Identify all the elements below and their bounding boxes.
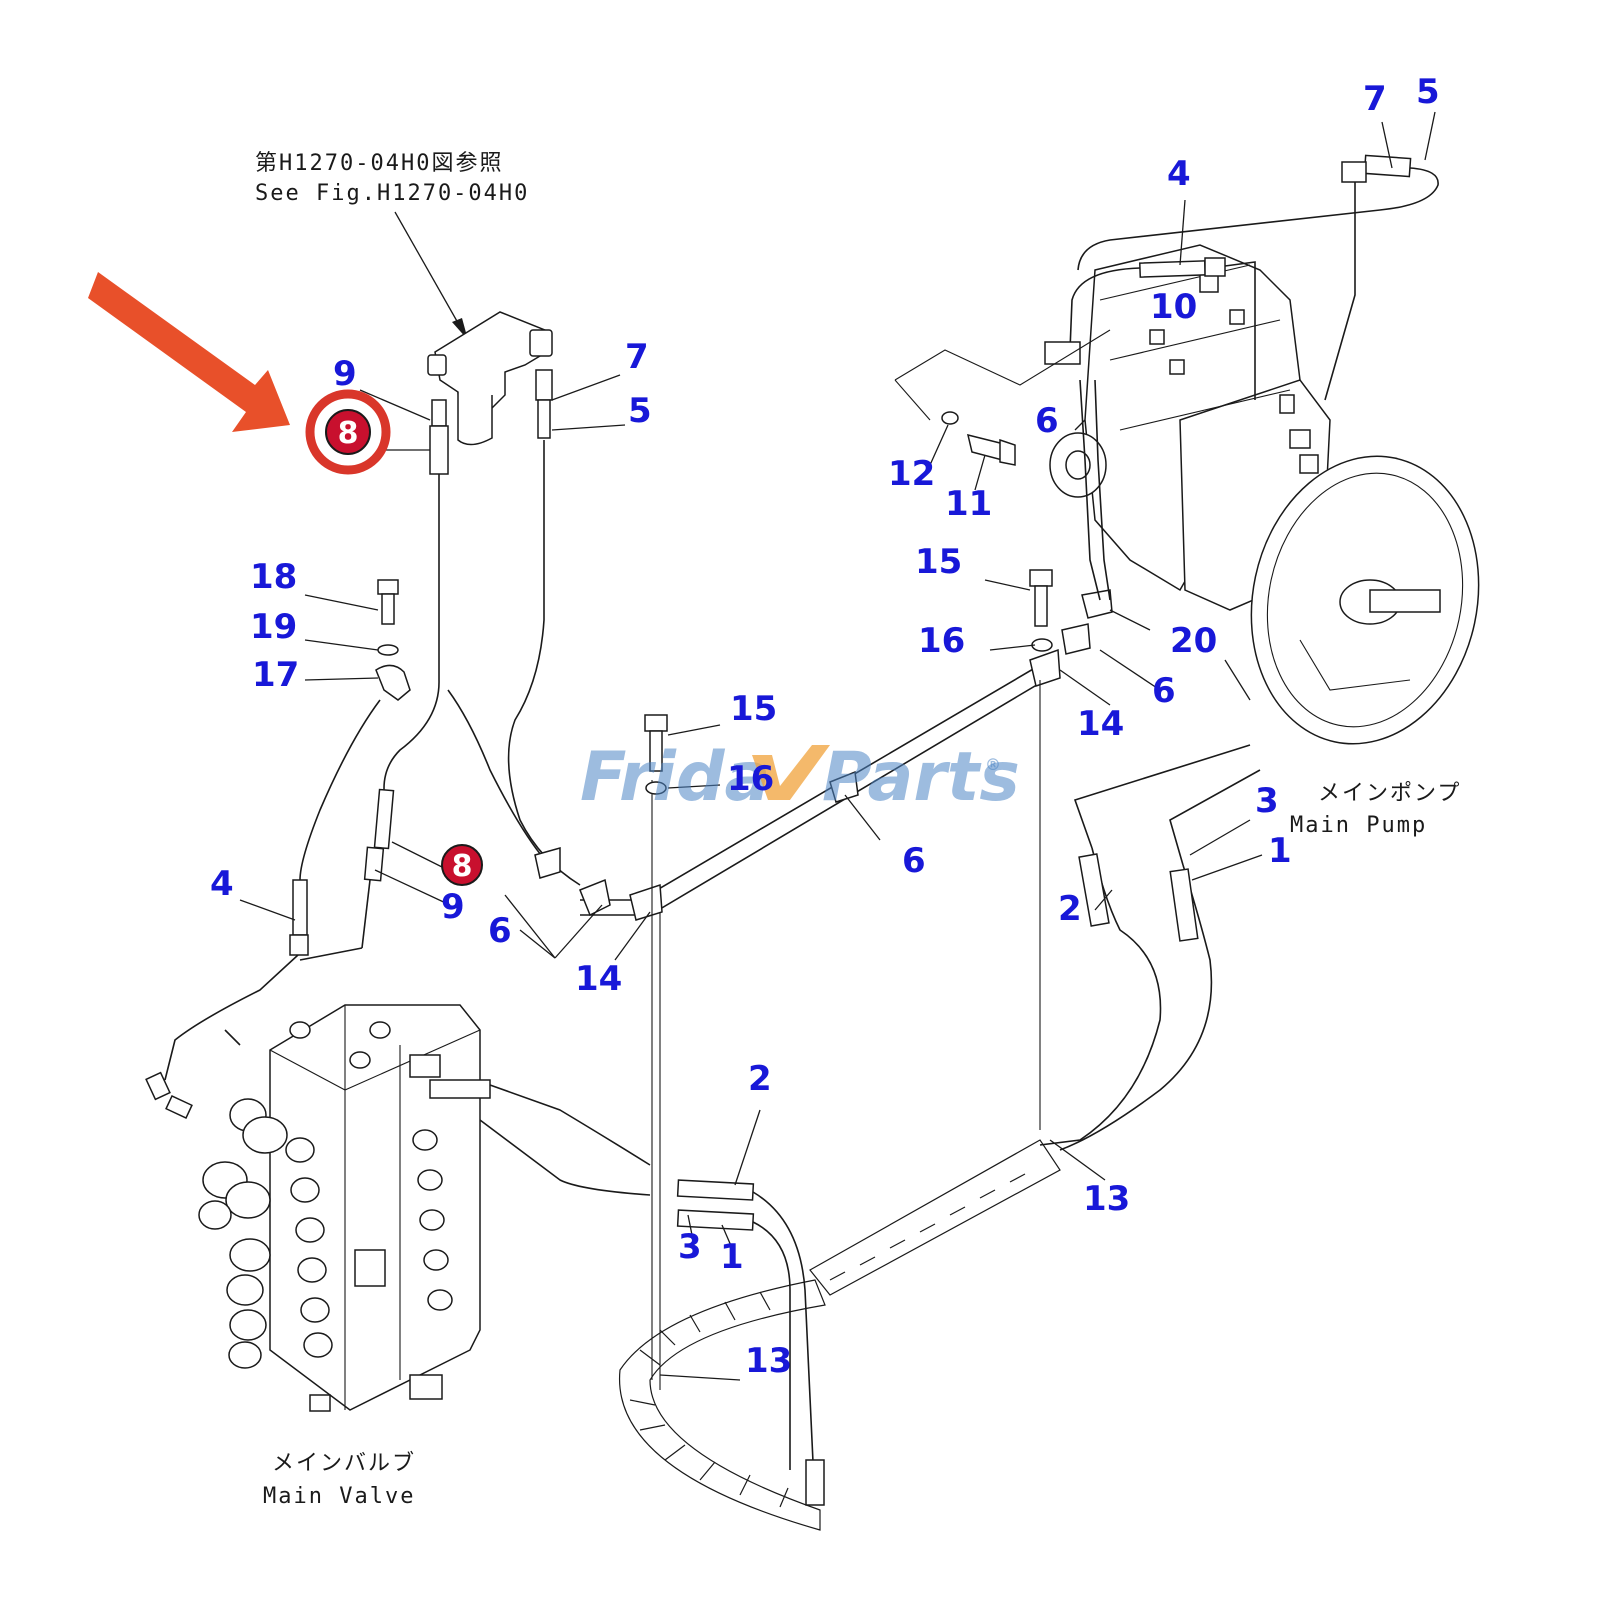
- reference-note-jp: 第H1270-04H0図参照: [255, 151, 503, 176]
- highlight-badge: [325, 409, 371, 455]
- protector-13: [618, 1139, 1061, 1531]
- highlight-badge-label: 8: [338, 416, 359, 451]
- pump-top-hoses: [1044, 154, 1439, 601]
- callout-numbers: 7 5 4 10 6 12 11 15 16 20 6 14 3 1 2 13 …: [210, 72, 1440, 1381]
- reference-note: 第H1270-04H0図参照 See Fig.H1270-04H0: [255, 151, 529, 340]
- bolt-18-group: [375, 579, 411, 701]
- gasket-outline: [894, 329, 1111, 386]
- callout-6-right: 6: [1152, 671, 1176, 711]
- main-valve-caption-en: Main Valve: [263, 1484, 415, 1509]
- hose-8-top: [383, 399, 449, 801]
- reference-note-en: See Fig.H1270-04H0: [255, 181, 529, 206]
- main-valve-solenoids: [198, 1098, 333, 1369]
- main-valve: [198, 1004, 651, 1412]
- callout-5-top: 5: [1416, 72, 1440, 112]
- watermark: Frida Parts ®: [580, 738, 1020, 817]
- callout-6-pump: 6: [1035, 401, 1059, 441]
- callout-16-right: 16: [918, 621, 965, 661]
- main-valve-fittings: [289, 1021, 491, 1412]
- callout-6-center: 6: [902, 841, 926, 881]
- lower-hoses: [676, 744, 1261, 1506]
- callout-20: 20: [1170, 621, 1217, 661]
- callout-3-bottom: 3: [678, 1227, 702, 1267]
- callout-10: 10: [1150, 287, 1197, 327]
- callout-leaders: [239, 111, 1436, 1381]
- callout-13-bottom: 13: [745, 1341, 792, 1381]
- filter-block: [427, 311, 553, 446]
- callout-18: 18: [250, 557, 297, 597]
- callout-5-mid: 5: [628, 391, 652, 431]
- callout-16-center: 16: [727, 759, 774, 799]
- hose-4-left: [145, 699, 381, 1119]
- reference-leader-line: [394, 211, 463, 331]
- callout-17: 17: [252, 655, 299, 695]
- watermark-registered-mark: ®: [985, 755, 1001, 774]
- callout-15-center: 15: [730, 689, 777, 729]
- main-valve-caption-jp: メインバルブ: [272, 1451, 416, 1476]
- callout-7-top: 7: [1363, 79, 1387, 119]
- callout-2-right: 2: [1058, 889, 1082, 929]
- watermark-text-right: Parts: [822, 738, 1020, 817]
- bolt-15-center: [644, 714, 668, 795]
- main-pump: [1049, 244, 1480, 745]
- callout-6-left: 6: [488, 911, 512, 951]
- hose-5-mid: [507, 369, 581, 886]
- callout-14-left: 14: [575, 959, 622, 999]
- callout-19: 19: [250, 607, 297, 647]
- callout-14-right: 14: [1077, 704, 1124, 744]
- callout-12: 12: [888, 454, 935, 494]
- callout-15-right: 15: [915, 542, 962, 582]
- watermark-slash-mark: [752, 745, 830, 800]
- bolt-11: [941, 411, 1016, 466]
- callout-11: 11: [945, 484, 992, 524]
- callout-1-bottom: 1: [720, 1237, 744, 1277]
- highlight-part-8: 8: [88, 272, 391, 475]
- bolt-15-right: [1029, 569, 1053, 652]
- highlight-arrow: [88, 272, 290, 432]
- callout-2-bottom: 2: [748, 1059, 772, 1099]
- main-pump-caption-en: Main Pump: [1290, 813, 1427, 838]
- callout-9-top: 9: [333, 354, 357, 394]
- badge-8-lower-label: 8: [452, 849, 473, 884]
- clamp-rod: [534, 589, 1113, 1390]
- main-pump-caption-jp: メインポンプ: [1318, 781, 1461, 806]
- callout-9-lower: 9: [441, 887, 465, 927]
- watermark-text-left: Frida: [580, 738, 770, 817]
- callout-3-right: 3: [1255, 781, 1279, 821]
- badge-8-lower: 8: [441, 844, 483, 886]
- callout-4-left: 4: [210, 864, 234, 904]
- callout-1-right: 1: [1268, 831, 1292, 871]
- callout-4-top: 4: [1167, 154, 1191, 194]
- callout-7-mid: 7: [625, 337, 649, 377]
- callout-13-right: 13: [1083, 1179, 1130, 1219]
- hose-8-lower: [299, 788, 395, 961]
